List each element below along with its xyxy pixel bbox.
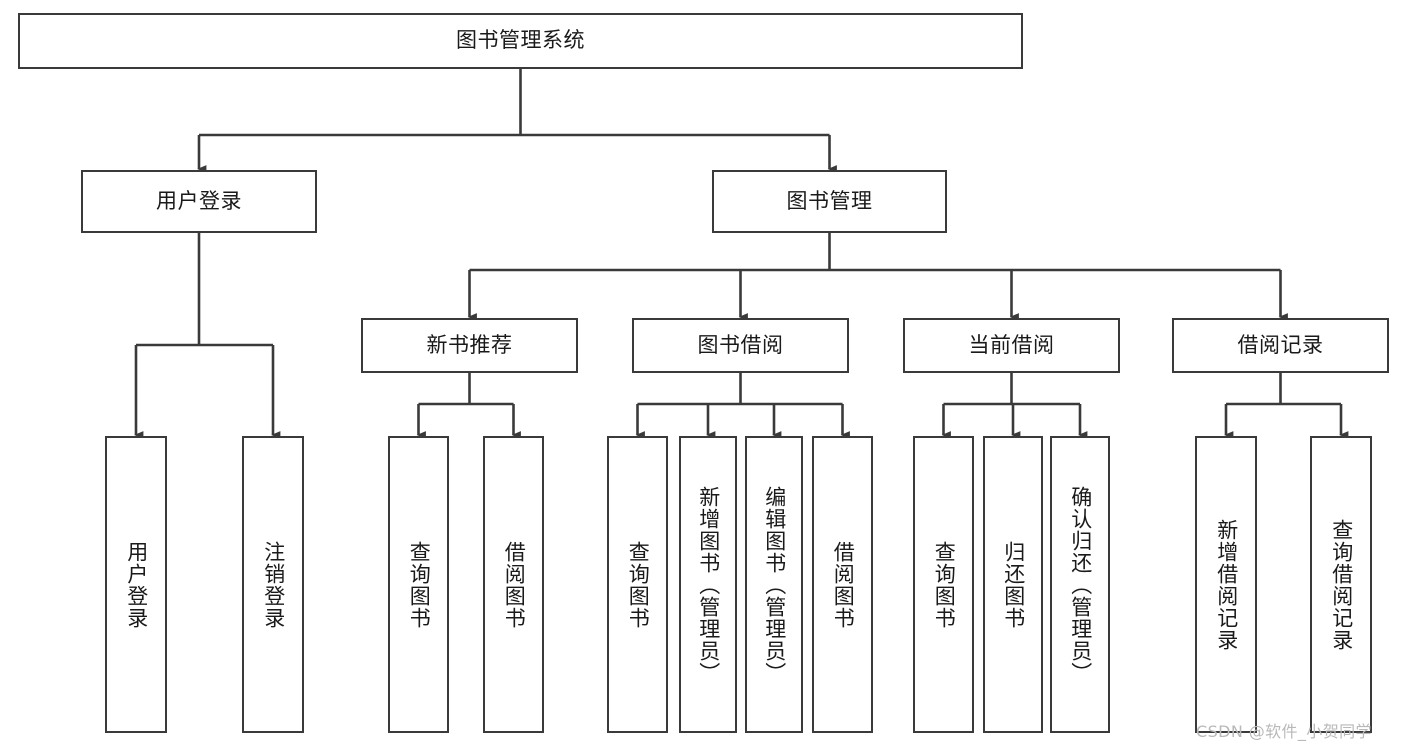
node-label: 新书推荐 — [426, 332, 513, 357]
node-borrow-record[interactable]: 借阅记录 — [1172, 318, 1389, 373]
node-leaf-borrow-book-2[interactable]: 借阅图书 — [812, 436, 873, 733]
node-label: 归还图书 — [1001, 540, 1026, 629]
node-leaf-query-book-1[interactable]: 查询图书 — [388, 436, 449, 733]
node-label: 当前借阅 — [968, 332, 1055, 357]
node-label: 查询图书 — [932, 540, 957, 629]
node-leaf-query-book-2[interactable]: 查询图书 — [607, 436, 668, 733]
node-book-manage[interactable]: 图书管理 — [712, 170, 947, 233]
node-leaf-query-record[interactable]: 查询借阅记录 — [1310, 436, 1372, 733]
node-leaf-edit-book[interactable]: 编辑图书（管理员） — [745, 436, 803, 733]
node-label: 查询借阅记录 — [1329, 518, 1354, 651]
node-label: 图书管理 — [786, 188, 873, 213]
node-leaf-return-book[interactable]: 归还图书 — [983, 436, 1043, 733]
node-label: 用户登录 — [156, 188, 242, 213]
node-leaf-user-login[interactable]: 用户登录 — [105, 436, 167, 733]
node-label: 注销登录 — [261, 540, 286, 629]
node-current-borrow[interactable]: 当前借阅 — [903, 318, 1120, 373]
node-label: 图书管理系统 — [456, 28, 585, 53]
node-label: 查询图书 — [407, 540, 432, 629]
node-leaf-add-book[interactable]: 新增图书（管理员） — [679, 436, 737, 733]
node-label: 新增图书（管理员） — [696, 485, 721, 684]
node-label: 用户登录 — [124, 540, 149, 629]
node-label: 借阅图书 — [831, 540, 856, 629]
node-leaf-confirm-return[interactable]: 确认归还（管理员） — [1050, 436, 1110, 733]
node-label: 借阅记录 — [1237, 332, 1324, 357]
node-label: 确认归还（管理员） — [1068, 485, 1093, 684]
node-label: 编辑图书（管理员） — [762, 485, 787, 684]
node-label: 查询图书 — [626, 540, 651, 629]
node-leaf-query-book-3[interactable]: 查询图书 — [913, 436, 974, 733]
node-label: 借阅图书 — [502, 540, 527, 629]
node-leaf-borrow-book-1[interactable]: 借阅图书 — [483, 436, 544, 733]
node-user-login[interactable]: 用户登录 — [81, 170, 317, 233]
node-leaf-add-record[interactable]: 新增借阅记录 — [1195, 436, 1257, 733]
node-book-borrow[interactable]: 图书借阅 — [632, 318, 849, 373]
node-new-book-rec[interactable]: 新书推荐 — [361, 318, 578, 373]
node-root[interactable]: 图书管理系统 — [18, 13, 1023, 69]
csdn-watermark: CSDN @软件_小贺同学 — [1196, 722, 1372, 741]
node-label: 图书借阅 — [697, 332, 784, 357]
node-leaf-user-logout[interactable]: 注销登录 — [242, 436, 304, 733]
node-label: 新增借阅记录 — [1214, 518, 1239, 651]
